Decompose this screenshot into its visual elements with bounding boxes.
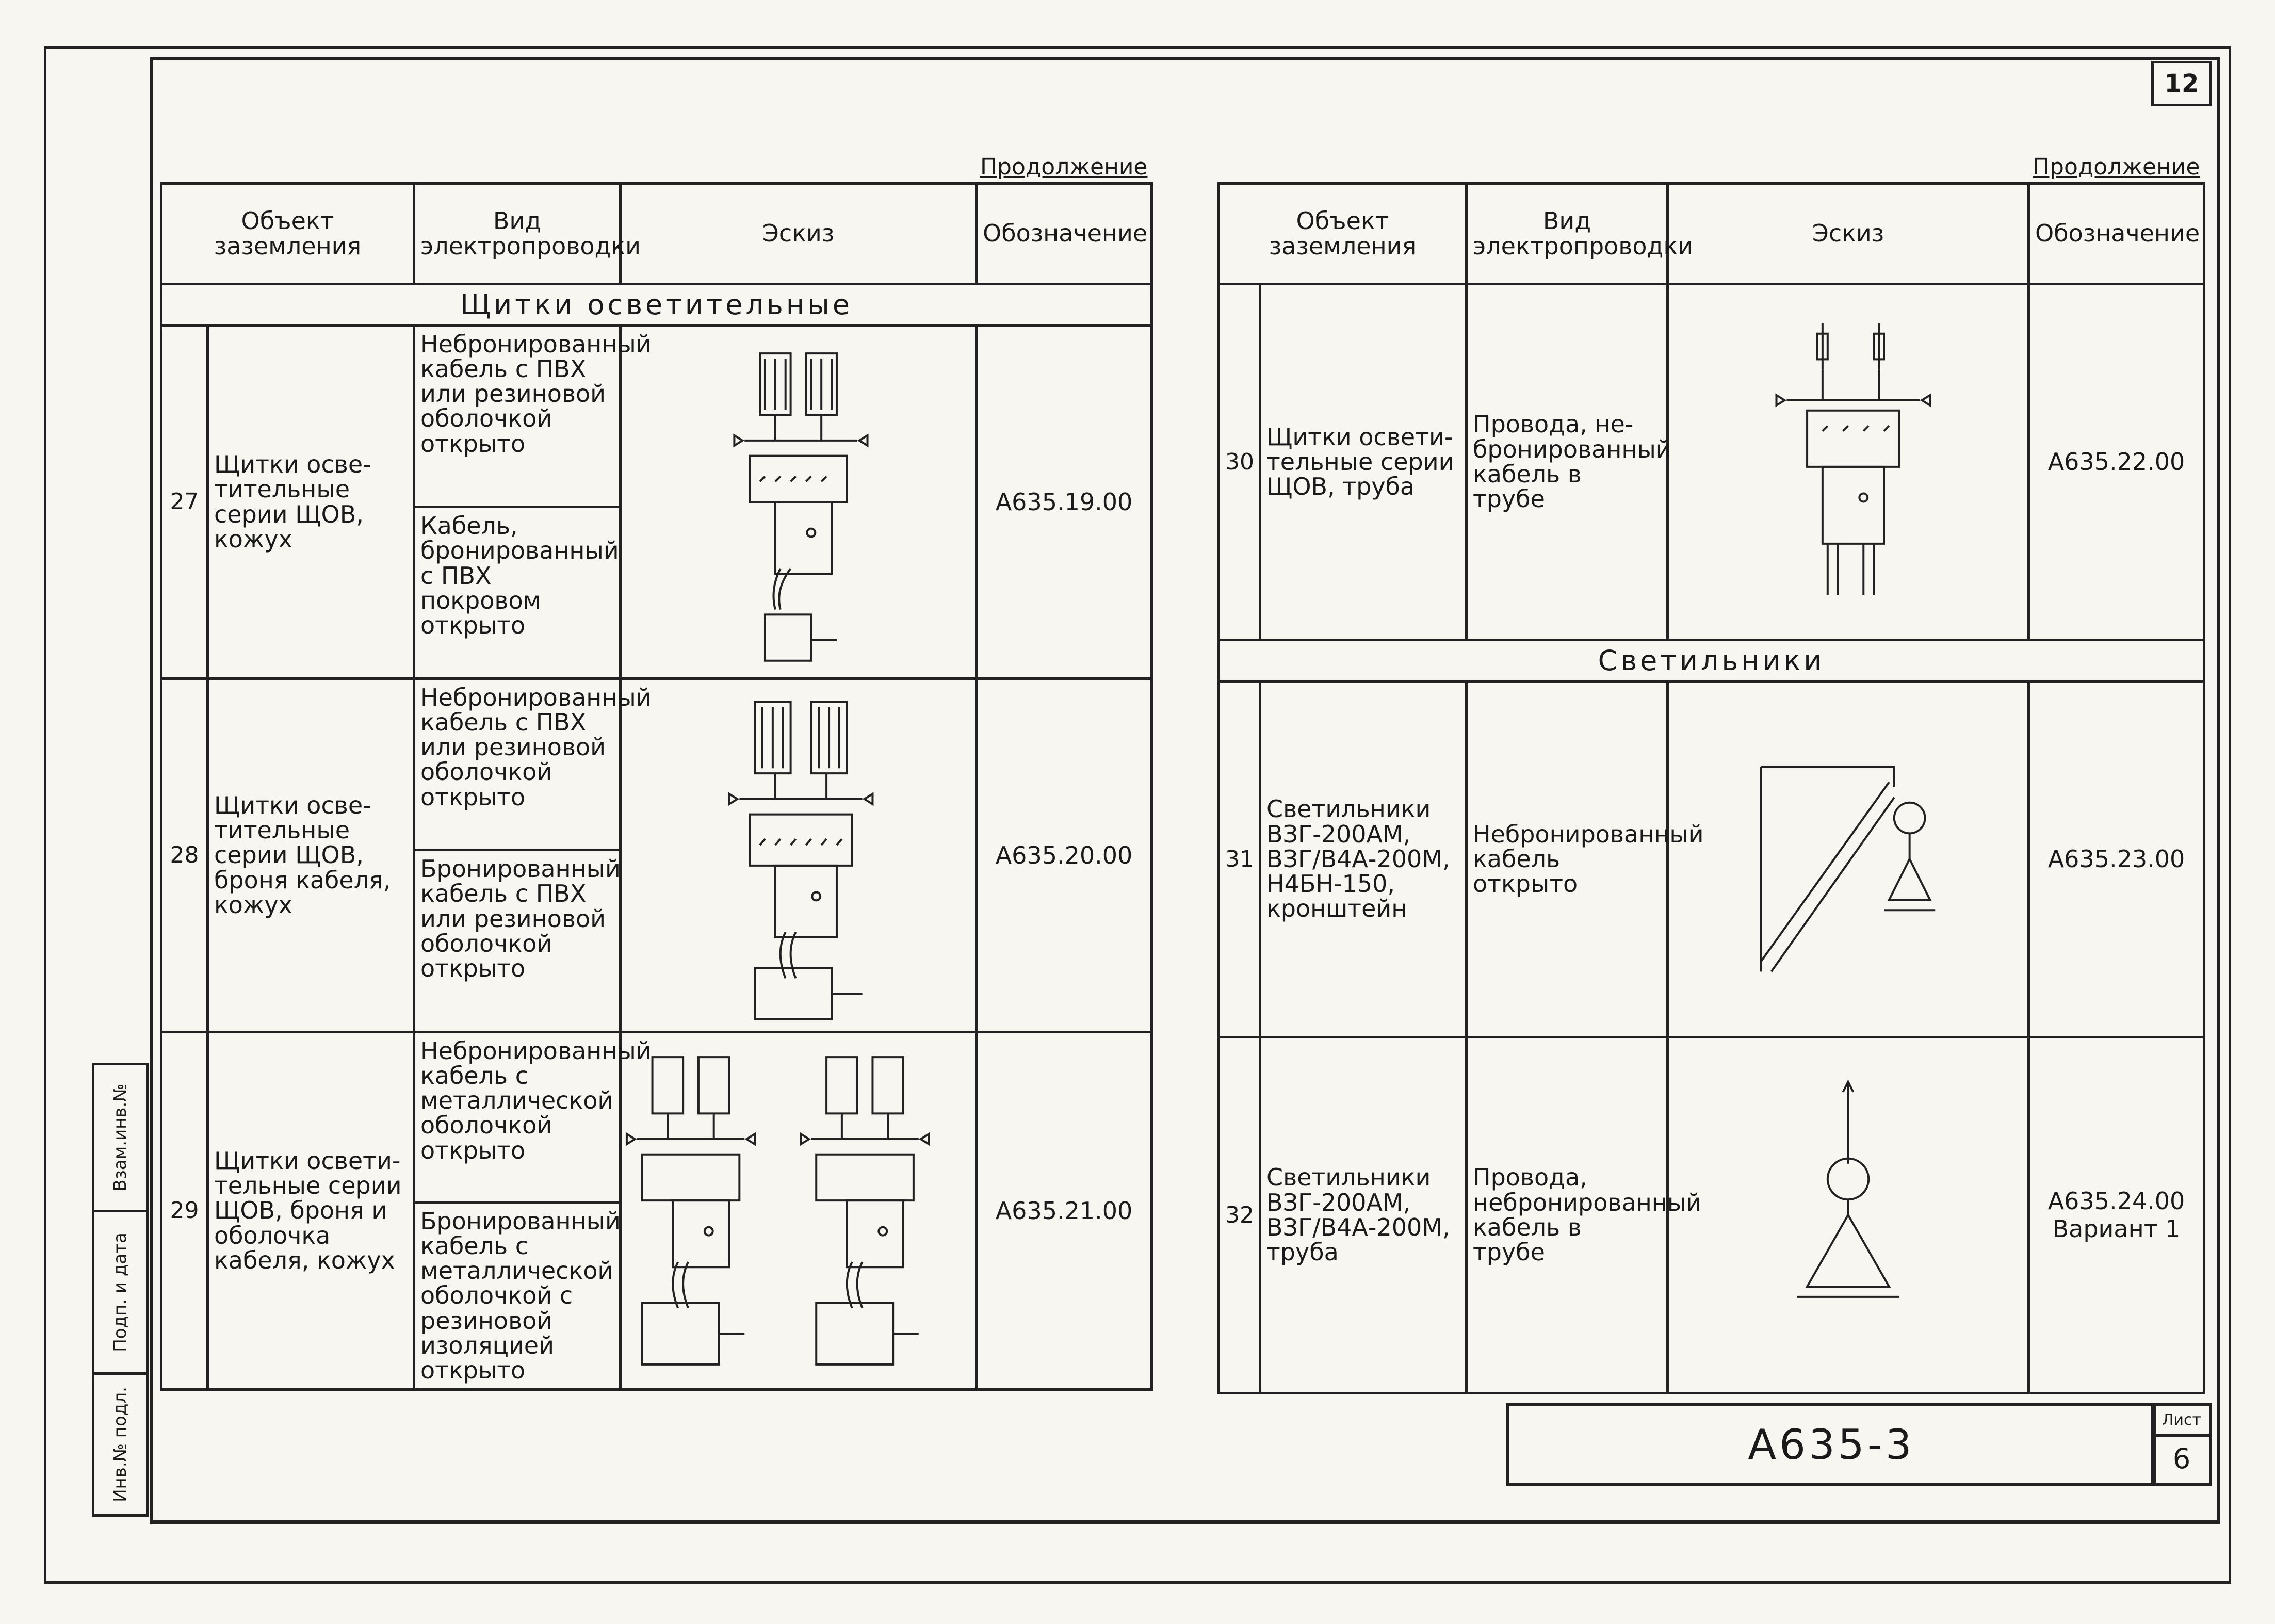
pipe-lamp-sketch: [1669, 1040, 2027, 1390]
bracket-lamp-sketch: [1669, 684, 2027, 1034]
continuation-label: Продолжение: [980, 153, 1148, 180]
document-code: А635-3: [1506, 1403, 2156, 1486]
sheet-label: Лист: [2154, 1406, 2209, 1437]
wiring-cell: Бронированный кабель с ПВХ или резиновой…: [413, 848, 622, 1033]
wiring-cell: Небронированный кабель с ПВХ или резинов…: [413, 323, 652, 509]
row-number: 30: [1217, 282, 1261, 641]
sketch-cell: [619, 1030, 978, 1391]
sheet-box: Лист 6: [2151, 1403, 2212, 1486]
header-object: Объект заземления: [160, 182, 415, 285]
header-wiring: Вид электропроводки: [1465, 182, 1693, 285]
wiring-cell: Небронированный кабель с металлической о…: [413, 1030, 652, 1204]
side-label: Взам.инв.№: [110, 1083, 131, 1192]
object-cell: Светильники ВЗГ-200АМ, ВЗГ/В4А-200М, тру…: [1259, 1035, 1468, 1394]
header-sketch: Эскиз: [619, 182, 978, 285]
sheet-number: 12: [2151, 61, 2212, 106]
row-number: 28: [160, 677, 209, 1033]
side-cell: Инв.№ подл.: [92, 1372, 149, 1517]
drawing-frame: [150, 57, 2220, 1524]
right-table: Продолжение Объект заземления Вид электр…: [1217, 142, 2205, 1394]
sketch-cell: [619, 677, 978, 1033]
object-cell: Щитки осве-тительные серии ЩОВ, броня ка…: [206, 677, 415, 1033]
sketch-cell: [1666, 679, 2030, 1038]
side-approval-strip: Взам.инв.№ Подп. и дата Инв.№ подл.: [92, 1063, 149, 1517]
designation-cell: А635.24.00 Вариант 1: [2027, 1035, 2205, 1394]
outer-frame: [44, 46, 2231, 1584]
panel-sketch: [1669, 286, 2027, 637]
wiring-cell: Небронированный кабель с ПВХ или резинов…: [413, 677, 652, 851]
sketch-cell: [619, 323, 978, 680]
wiring-cell: Провода, не-бронированный кабель в трубе: [1465, 282, 1671, 641]
wiring-cell: Провода, небронированный кабель в трубе: [1465, 1035, 1701, 1394]
side-cell: Подп. и дата: [92, 1210, 149, 1375]
sheet-value: 6: [2172, 1442, 2191, 1475]
row-number: 31: [1217, 679, 1261, 1038]
object-cell: Щитки освети-тельные серии ЩОВ, труба: [1259, 282, 1468, 641]
section-title: Щитки осветительные: [160, 282, 1153, 327]
wiring-cell: Небронированный кабель открыто: [1465, 679, 1704, 1038]
object-cell: Щитки осве-тительные серии ЩОВ, кожух: [206, 323, 415, 680]
row-number: 32: [1217, 1035, 1261, 1394]
sketch-cell: [1666, 282, 2030, 641]
object-cell: Щитки освети-тельные серии ЩОВ, броня и …: [206, 1030, 415, 1391]
panel-sketch: [622, 680, 975, 1031]
designation-cell: А635.23.00: [2027, 679, 2205, 1038]
header-object: Объект заземления: [1217, 182, 1468, 285]
header-sketch: Эскиз: [1666, 182, 2030, 285]
header-designation: Обозначение: [2027, 182, 2205, 285]
sketch-cell: [1666, 1035, 2030, 1394]
designation-cell: А635.20.00: [975, 677, 1153, 1033]
wiring-cell: Бронированный кабель с металлической обо…: [413, 1200, 622, 1391]
left-table: Продолжение Объект заземления Вид электр…: [160, 142, 1153, 1391]
panel-sketch: [622, 327, 975, 677]
object-cell: Светильники ВЗГ-200АМ, ВЗГ/В4А-200М, Н4Б…: [1259, 679, 1468, 1038]
designation-variant: Вариант 1: [2052, 1215, 2181, 1243]
header-wiring: Вид электропроводки: [413, 182, 641, 285]
wiring-cell: Кабель, бронированный с ПВХ покровом отк…: [413, 506, 622, 680]
designation-cell: А635.19.00: [975, 323, 1153, 680]
row-number: 29: [160, 1030, 209, 1391]
section-title: Светильники: [1217, 638, 2205, 683]
header-designation: Обозначение: [975, 182, 1153, 285]
side-label: Подп. и дата: [110, 1232, 131, 1352]
designation-cell: А635.22.00: [2027, 282, 2205, 641]
row-number: 27: [160, 323, 209, 680]
designation-code: А635.24.00: [2048, 1187, 2185, 1215]
continuation-label: Продолжение: [2032, 153, 2200, 180]
designation-cell: А635.21.00: [975, 1030, 1153, 1391]
panel-sketch: [622, 1035, 975, 1386]
side-label: Инв.№ подл.: [110, 1387, 131, 1502]
side-cell: Взам.инв.№: [92, 1063, 149, 1212]
